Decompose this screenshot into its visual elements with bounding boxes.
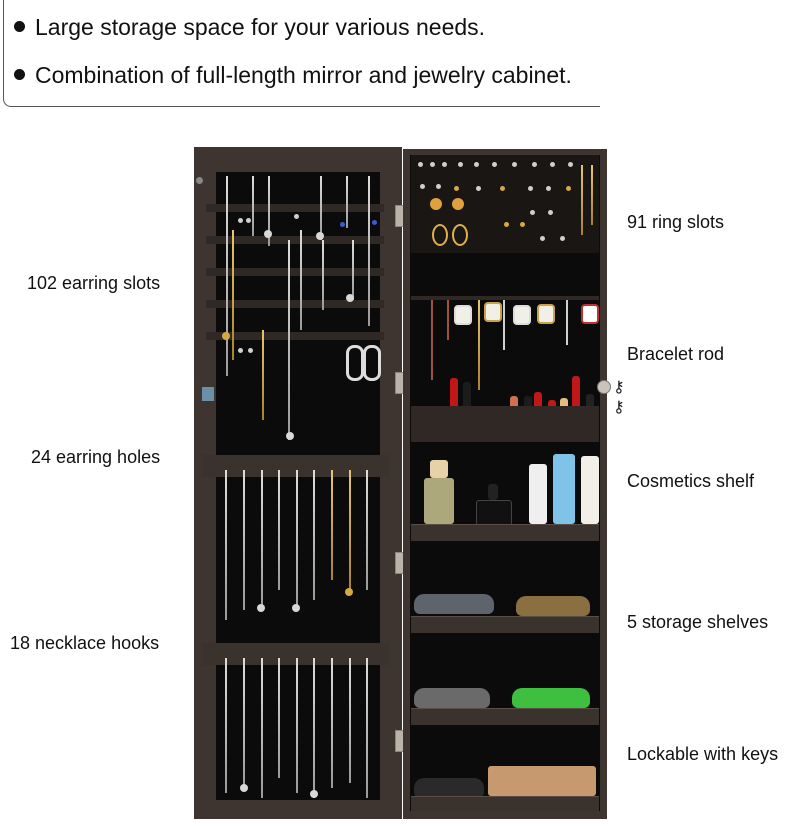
tag-icon: [202, 387, 214, 401]
feature-item: Combination of full-length mirror and je…: [14, 61, 572, 89]
feature-item: Large storage space for your various nee…: [14, 13, 485, 41]
label-lockable: Lockable with keys: [627, 744, 779, 764]
bullet-icon: [14, 69, 25, 81]
label-storage-shelves: 5 storage shelves: [627, 612, 769, 632]
label-bracelet-rod: Bracelet rod: [627, 344, 725, 364]
door-interior: [216, 172, 380, 800]
feature-text: Combination of full-length mirror and je…: [35, 62, 572, 88]
label-cosmetics-shelf: Cosmetics shelf: [627, 471, 755, 491]
key-icon: ⚷: [613, 399, 625, 416]
feature-text: Large storage space for your various nee…: [35, 14, 486, 40]
key-icon: ⚷: [613, 379, 625, 396]
label-earring-holes: 24 earring holes: [31, 447, 161, 467]
label-ring-slots: 91 ring slots: [627, 212, 725, 232]
label-earring-slots: 102 earring slots: [27, 273, 161, 293]
label-necklace-hooks: 18 necklace hooks: [10, 633, 160, 653]
lock-icon: [597, 380, 611, 394]
screw-icon: [196, 177, 203, 184]
bullet-icon: [14, 21, 25, 33]
feature-list: Large storage space for your various nee…: [3, 0, 600, 107]
